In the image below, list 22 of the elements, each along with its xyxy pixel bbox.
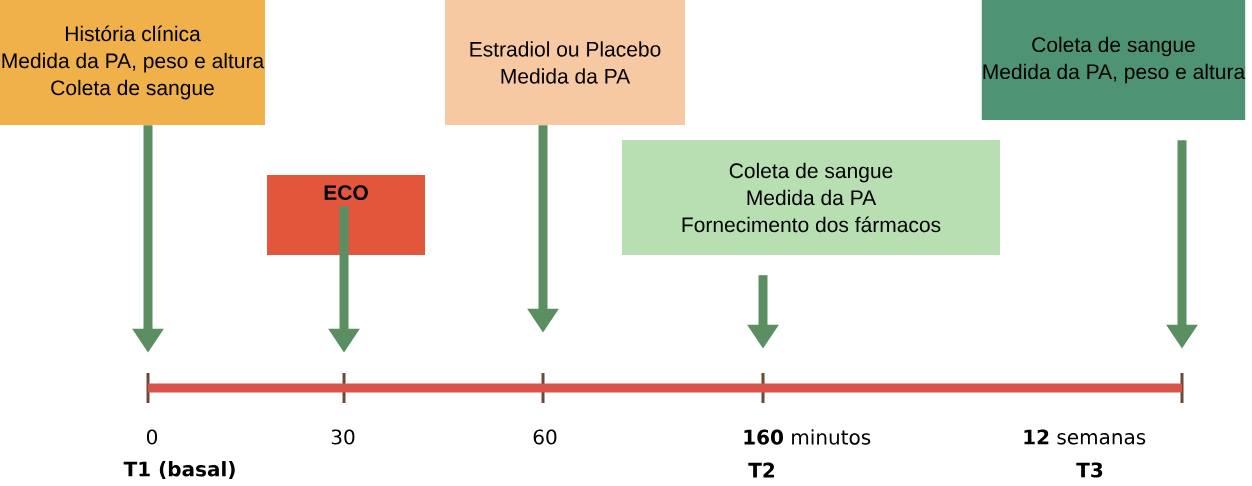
timeline-segment — [543, 383, 763, 393]
event-box: Estradiol ou Placebo Medida da PA — [445, 0, 685, 125]
timeline-segment — [148, 383, 344, 393]
tick-mark — [541, 373, 545, 403]
tick-mark — [1180, 373, 1184, 403]
tick-label: 12 semanas — [1024, 429, 1146, 445]
timeline-segment — [344, 383, 543, 393]
tick-label: 60 — [533, 429, 557, 445]
event-box: Coleta de sangue Medida da PA Fornecimento dos fármacos — [622, 140, 1000, 255]
tick-label: 160 minutos — [744, 429, 871, 445]
tick-mark — [761, 373, 765, 403]
time-point-label: T3 — [1076, 462, 1103, 478]
tick-mark — [146, 373, 150, 403]
tick-mark — [342, 373, 346, 403]
tick-label: 30 — [331, 429, 355, 445]
time-point-label: T2 — [748, 462, 775, 478]
event-box: Coleta de sangue Medida da PA, peso e altura — [981, 0, 1246, 120]
timeline-segment — [763, 383, 1182, 393]
tick-label: 0 — [146, 429, 158, 445]
time-point-label: T1 (basal) — [123, 461, 235, 479]
event-box: História clínica Medida da PA, peso e altura Coleta de sangue — [0, 0, 265, 125]
event-box: ECO — [267, 175, 425, 255]
